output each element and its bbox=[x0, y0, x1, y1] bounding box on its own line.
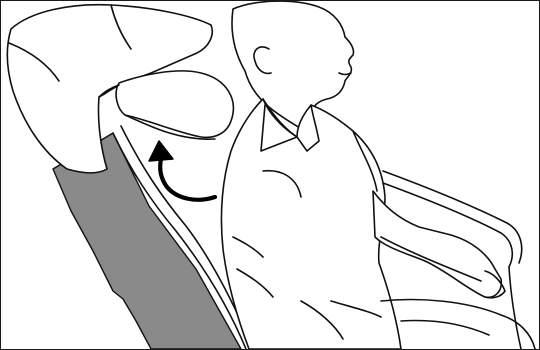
headrest-pad bbox=[116, 71, 233, 137]
arrow-shaft bbox=[160, 159, 215, 200]
person-head bbox=[232, 1, 354, 131]
person-leg-fold bbox=[401, 321, 489, 335]
arrow-head bbox=[149, 141, 173, 161]
armrest-front bbox=[509, 267, 521, 349]
person-arm bbox=[373, 191, 501, 297]
